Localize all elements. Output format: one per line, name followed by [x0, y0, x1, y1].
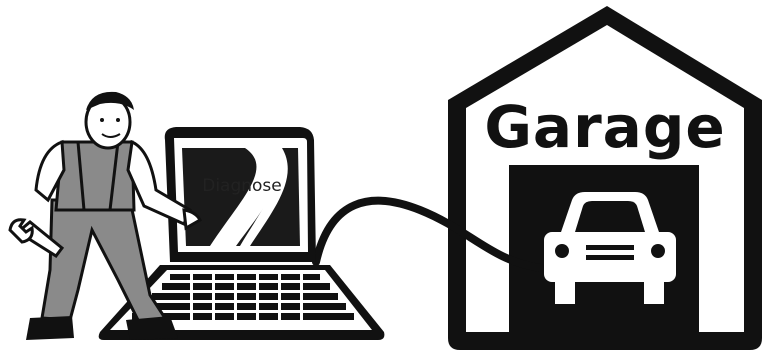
laptop-screen-label: Diagnose [186, 174, 298, 198]
garage-sign: Garage [470, 92, 740, 162]
garage-building-icon [448, 6, 762, 350]
